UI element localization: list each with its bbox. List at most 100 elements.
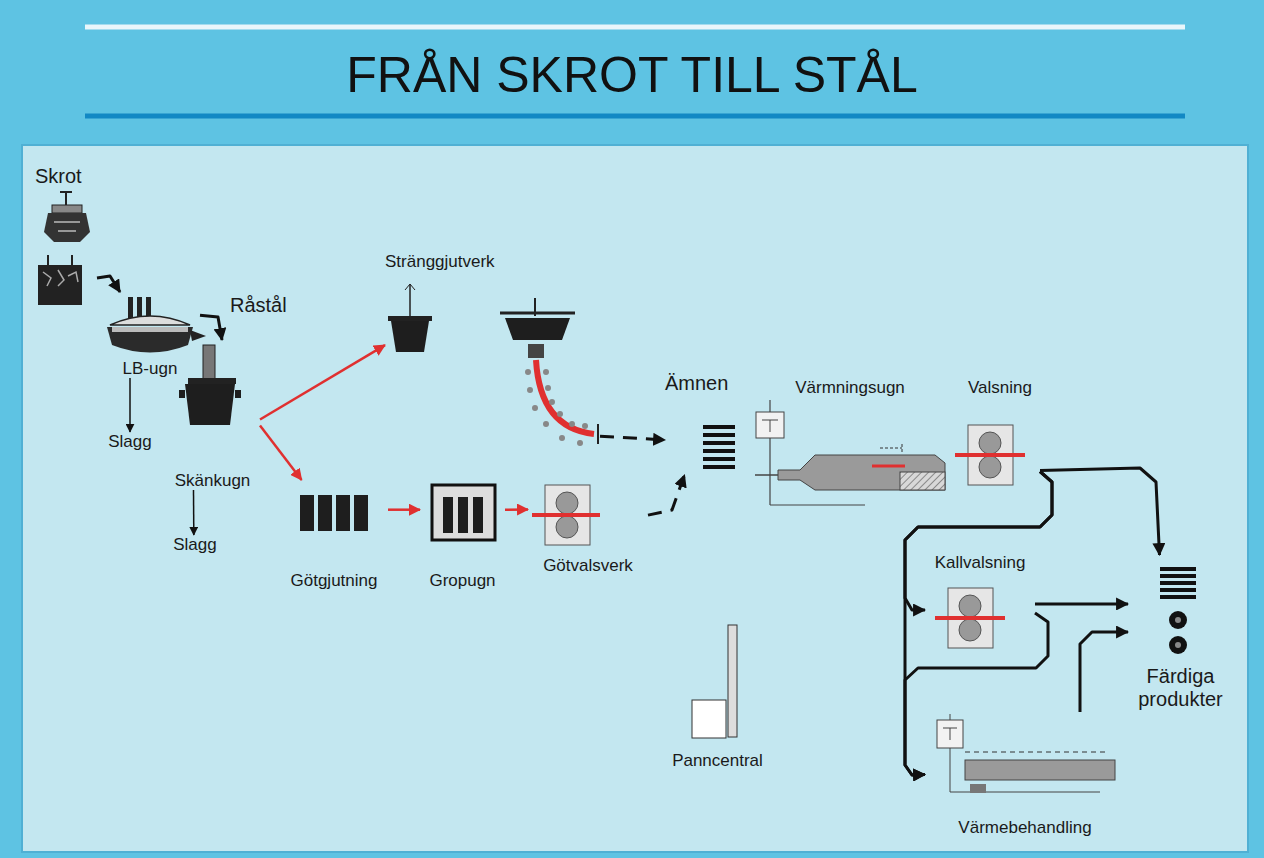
caster-rollers: [525, 369, 588, 446]
finished-products: [1169, 636, 1187, 654]
reheating-furnace: [755, 474, 780, 476]
flow-arrow: [129, 378, 131, 432]
continuous-caster: [388, 284, 598, 446]
finished-products: [1160, 595, 1196, 599]
flow-arrow: [260, 345, 385, 419]
flow-arrow: [648, 475, 685, 515]
continuous-caster: [391, 321, 429, 352]
process-step: Värmningsugn: [750, 378, 950, 510]
billet-stack: [703, 441, 735, 445]
scrap-crane: [44, 192, 90, 242]
ladle-furnace: [235, 390, 241, 398]
scrap-crane: [52, 205, 82, 213]
caster-rollers: [545, 385, 551, 391]
step-label: Slagg: [165, 535, 225, 554]
soaking-pit: [458, 497, 468, 533]
ladle-furnace: [179, 345, 241, 425]
flow-arrow: [388, 508, 420, 511]
continuous-caster: [500, 312, 575, 315]
scrap-crane: [58, 230, 76, 232]
billet-stack: [703, 425, 735, 469]
process-step: Stränggjutverk: [385, 252, 600, 450]
finished-products: [1160, 567, 1196, 654]
flow-arrow: [905, 613, 1048, 775]
process-step: Värmebehandling: [925, 712, 1125, 837]
step-label: Skänkugn: [165, 471, 260, 490]
scrap-crane: [60, 191, 72, 193]
rolling-mill: [979, 432, 1001, 454]
step-label: Stränggjutverk: [385, 252, 600, 271]
step-label: Götgjutning: [280, 571, 388, 590]
caster-rollers: [532, 405, 538, 411]
blooming-mill: [556, 492, 578, 514]
arc-furnace: [107, 327, 193, 353]
reheating-furnace: [755, 400, 945, 505]
reheating-furnace: [872, 465, 905, 468]
scrap-basket: [71, 255, 73, 265]
caster-rollers: [557, 411, 563, 417]
soaking-pit: [443, 497, 453, 533]
continuous-caster: [388, 316, 432, 321]
process-step: LB-ugn: [100, 292, 200, 378]
cold-rolling-mill: [935, 588, 1005, 648]
process-step: Kallvalsning: [925, 553, 1035, 653]
blooming-mill: [556, 516, 578, 538]
step-label: LB-ugn: [100, 359, 200, 378]
scrap-basket: [38, 265, 82, 305]
ingot-moulds: [318, 495, 332, 531]
flow-arrow: [1080, 632, 1128, 712]
title-band: [85, 25, 1185, 30]
ingot-moulds: [336, 495, 350, 531]
ladle-furnace: [179, 390, 185, 398]
flow-arrow: [905, 472, 1052, 776]
caster-rollers: [569, 421, 575, 427]
flow-arrow: [260, 426, 302, 481]
arc-furnace: [112, 327, 188, 332]
flow-arrow: [505, 508, 528, 511]
process-step: Slagg: [165, 535, 225, 559]
scrap-basket: [47, 255, 49, 265]
cold-rolling-mill: [935, 616, 1005, 620]
process-step: Götgjutning: [280, 480, 388, 590]
continuous-caster: [405, 284, 415, 290]
boiler-house: [728, 625, 737, 737]
process-step: Skänkugn: [165, 340, 260, 490]
heat-treatment-furnace: [937, 714, 1115, 793]
reheating-furnace: [900, 472, 945, 490]
step-label: Färdiga produkter: [1128, 665, 1233, 710]
ingot-moulds: [300, 495, 368, 531]
finished-products: [1160, 588, 1196, 592]
heat-treatment-furnace: [950, 714, 951, 720]
ladle-furnace: [185, 384, 235, 425]
billet-stack: [703, 425, 735, 429]
caster-rollers: [549, 399, 555, 405]
ingot-moulds: [300, 495, 314, 531]
reheating-furnace: [770, 504, 865, 505]
scrap-crane: [54, 221, 80, 223]
finished-products: [1175, 617, 1181, 623]
soaking-pit: [432, 485, 495, 540]
step-label: Valsning: [960, 378, 1040, 397]
step-label: Värmningsugn: [750, 378, 950, 397]
caster-rollers: [582, 423, 588, 429]
arc-furnace: [110, 316, 190, 325]
soaking-pit: [473, 497, 483, 533]
flow-arrow: [905, 472, 1052, 611]
process-step: Panncentral: [655, 620, 780, 770]
reheating-furnace: [880, 444, 902, 452]
billet-stack: [703, 457, 735, 461]
heat-treatment-furnace: [937, 720, 963, 748]
caster-rollers: [577, 440, 583, 446]
title-band: [85, 114, 1185, 119]
reheating-furnace: [778, 455, 945, 490]
arc-furnace: [128, 297, 133, 319]
caster-rollers: [559, 435, 565, 441]
step-label: Skrot: [35, 165, 97, 187]
heat-treatment-furnace: [965, 752, 1105, 753]
process-step: Götvalsverk: [528, 480, 648, 575]
caster-rollers: [543, 421, 549, 427]
flow-arrow: [1035, 602, 1128, 605]
